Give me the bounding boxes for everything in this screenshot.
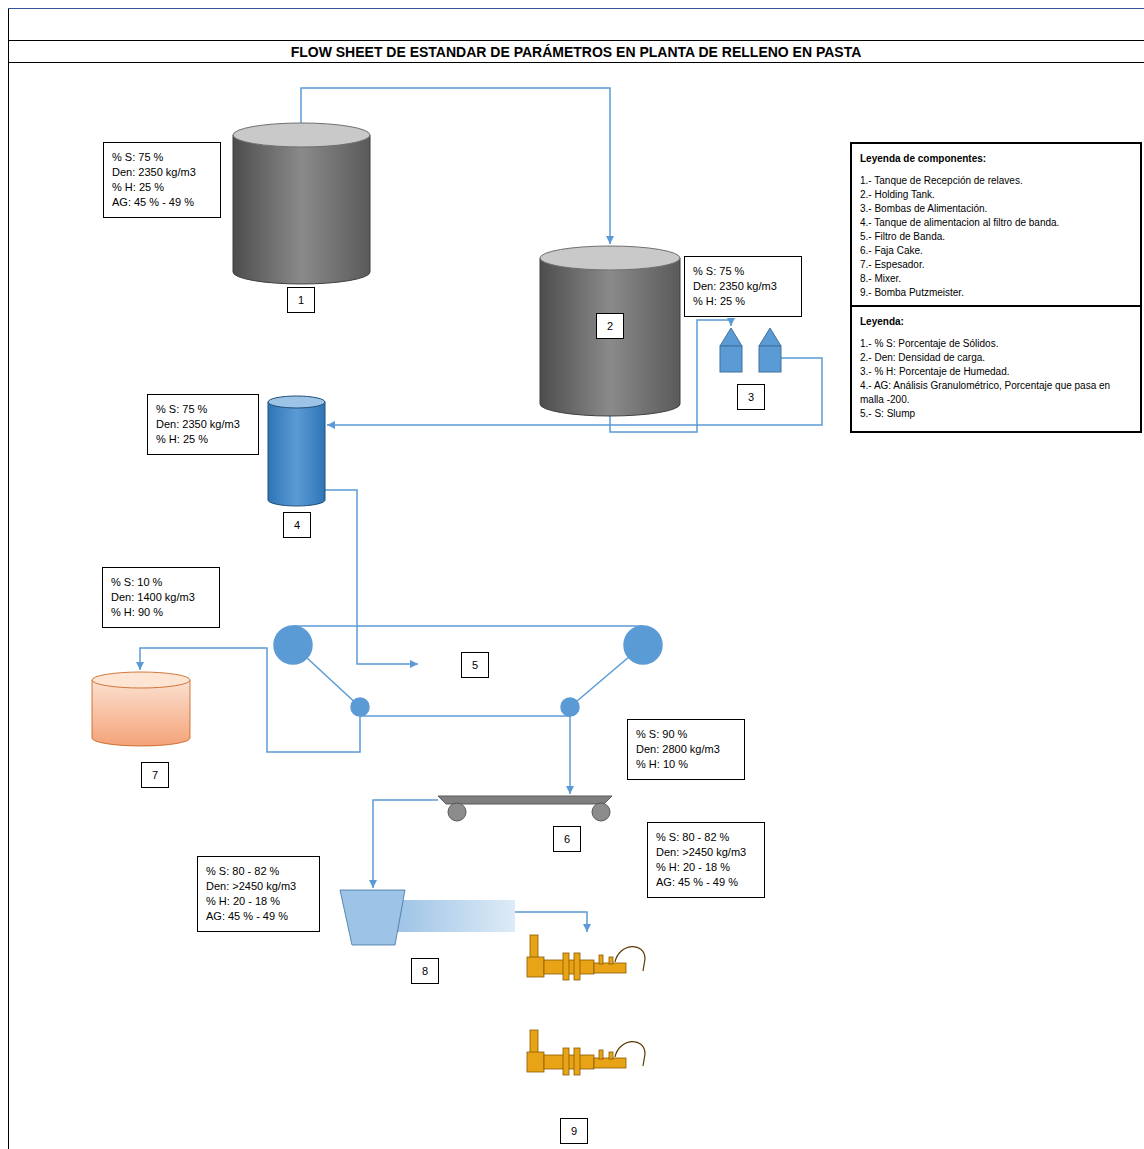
belt-filter <box>274 626 662 716</box>
legend-box: Leyenda de componentes: 1.- Tanque de Rec… <box>850 142 1142 312</box>
parameter-value: AG: 45 % - 49 % <box>656 875 756 890</box>
parameter-box: % S: 80 - 82 %Den: >2450 kg/m3% H: 20 - … <box>647 822 765 898</box>
callout-label: 8 <box>422 964 428 978</box>
thickener <box>92 672 190 746</box>
putzmeister-pump <box>527 935 645 980</box>
legend-item: 5.- Filtro de Banda. <box>860 230 1132 244</box>
cake-belt <box>438 796 612 821</box>
legend-item: 2.- Holding Tank. <box>860 188 1132 202</box>
parameter-box: % S: 75 %Den: 2350 kg/m3% H: 25 % <box>147 394 259 455</box>
putzmeister-pump <box>527 1030 645 1075</box>
parameter-value: Den: 1400 kg/m3 <box>111 590 211 605</box>
holding-tank <box>540 246 680 416</box>
callout-number: 9 <box>560 1118 588 1144</box>
legend-heading: Leyenda de componentes: <box>860 152 1132 166</box>
legend-item: 6.- Faja Cake. <box>860 244 1132 258</box>
mixer <box>340 890 515 945</box>
pipe <box>569 716 571 794</box>
parameter-box: % S: 75 %Den: 2350 kg/m3% H: 25 %AG: 45 … <box>103 142 221 218</box>
parameter-value: % S: 10 % <box>111 575 211 590</box>
tailings-receiving-tank <box>233 123 370 284</box>
sheet-title: FLOW SHEET DE ESTANDAR DE PARÁMETROS EN … <box>9 41 1143 62</box>
pipe-lines <box>140 88 822 932</box>
callout-label: 4 <box>294 518 300 532</box>
pipe <box>325 490 418 664</box>
pipe <box>373 800 438 888</box>
parameter-value: % S: 80 - 82 % <box>206 864 311 879</box>
callout-number: 7 <box>141 762 169 788</box>
callout-label: 6 <box>564 832 570 846</box>
callout-label: 7 <box>152 768 158 782</box>
sheet-frame <box>8 8 1144 1149</box>
parameter-value: Den: >2450 kg/m3 <box>206 879 311 894</box>
legend-item: 3.- % H: Porcentaje de Humedad. <box>860 365 1132 379</box>
legend-heading: Leyenda: <box>860 315 1132 329</box>
legend-item: 3.- Bombas de Alimentación. <box>860 202 1132 216</box>
legend-item: 4.- Tanque de alimentacion al filtro de … <box>860 216 1132 230</box>
callout-number: 2 <box>596 313 624 339</box>
legend-item: 2.- Den: Densidad de carga. <box>860 351 1132 365</box>
callout-number: 3 <box>737 384 765 410</box>
parameter-value: Den: 2350 kg/m3 <box>693 279 793 294</box>
parameter-value: AG: 45 % - 49 % <box>112 195 212 210</box>
parameter-value: % S: 80 - 82 % <box>656 830 756 845</box>
callout-number: 5 <box>461 652 489 678</box>
callout-number: 4 <box>283 512 311 538</box>
callout-label: 2 <box>607 319 613 333</box>
pipe <box>515 912 587 932</box>
filter-feed-tank <box>268 396 325 506</box>
callout-label: 1 <box>298 293 304 307</box>
parameter-box: % S: 75 %Den: 2350 kg/m3% H: 25 % <box>684 256 802 317</box>
callout-label: 3 <box>748 390 754 404</box>
legend-item: 5.- S: Slump <box>860 407 1132 421</box>
callout-number: 1 <box>287 287 315 313</box>
legend-item: 1.- % S: Porcentaje de Sólidos. <box>860 337 1132 351</box>
legend-item: 9.- Bomba Putzmeister. <box>860 286 1132 300</box>
parameter-box: % S: 90 %Den: 2800 kg/m3% H: 10 % <box>627 719 745 780</box>
parameter-value: Den: >2450 kg/m3 <box>656 845 756 860</box>
parameter-value: % S: 75 % <box>693 264 793 279</box>
legend-item: 4.- AG: Análisis Granulométrico, Porcent… <box>860 379 1132 407</box>
feed-pumps <box>720 328 781 372</box>
parameter-box: % S: 10 %Den: 1400 kg/m3% H: 90 % <box>102 567 220 628</box>
parameter-value: Den: 2350 kg/m3 <box>112 165 212 180</box>
parameter-value: Den: 2800 kg/m3 <box>636 742 736 757</box>
callout-number: 8 <box>411 958 439 984</box>
parameter-value: AG: 45 % - 49 % <box>206 909 311 924</box>
parameter-value: % S: 75 % <box>112 150 212 165</box>
parameter-value: % H: 25 % <box>112 180 212 195</box>
parameter-box: % S: 80 - 82 %Den: >2450 kg/m3% H: 20 - … <box>197 856 320 932</box>
callout-number: 6 <box>553 826 581 852</box>
callout-label: 9 <box>571 1124 577 1138</box>
parameter-value: % H: 20 - 18 % <box>656 860 756 875</box>
legend-item: 1.- Tanque de Recepción de relaves. <box>860 174 1132 188</box>
legend-box: Leyenda: 1.- % S: Porcentaje de Sólidos.2… <box>850 305 1142 433</box>
parameter-value: % H: 10 % <box>636 757 736 772</box>
callout-label: 5 <box>472 658 478 672</box>
legend-item: 7.- Espesador. <box>860 258 1132 272</box>
parameter-value: % H: 25 % <box>693 294 793 309</box>
legend-item: 8.- Mixer. <box>860 272 1132 286</box>
parameter-value: % H: 20 - 18 % <box>206 894 311 909</box>
parameter-value: % H: 25 % <box>156 432 250 447</box>
parameter-value: % S: 90 % <box>636 727 736 742</box>
parameter-value: % H: 90 % <box>111 605 211 620</box>
parameter-value: Den: 2350 kg/m3 <box>156 417 250 432</box>
parameter-value: % S: 75 % <box>156 402 250 417</box>
